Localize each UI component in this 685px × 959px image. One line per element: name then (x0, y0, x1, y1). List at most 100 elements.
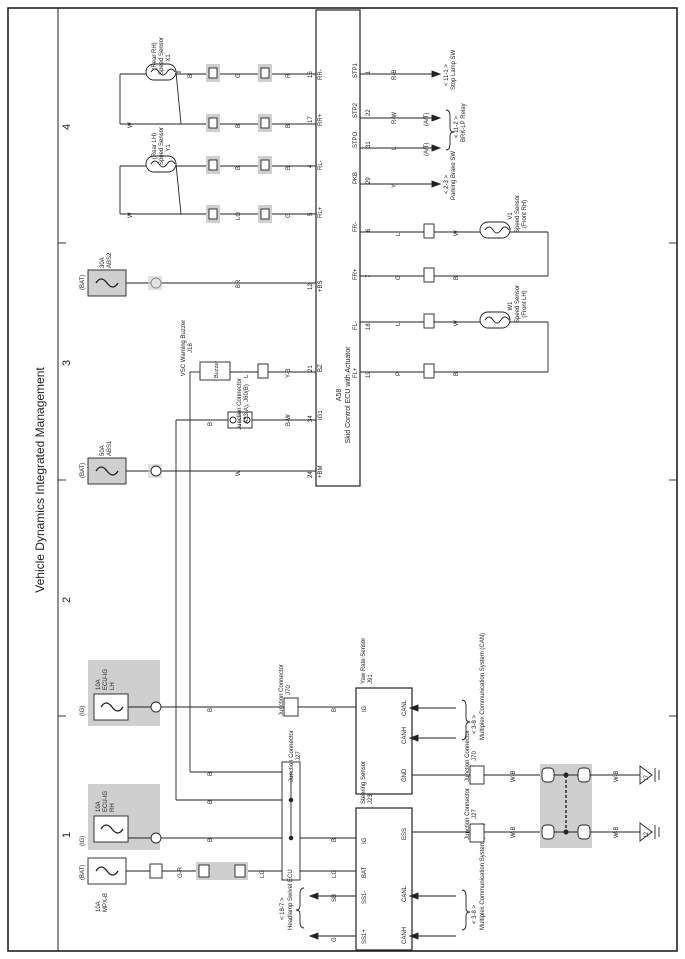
pin-fr-minus-no: 6 (366, 228, 372, 232)
wire-l-fr: L (396, 232, 402, 236)
wire-b-rl2: B (286, 166, 292, 170)
pin-stp1: STP1 (353, 62, 359, 78)
junction-connector-j27-ess: J27 Junction Connector W-B (465, 788, 517, 843)
lh-src: (IG) (80, 706, 86, 716)
wire-b-j27a: B (208, 772, 214, 776)
fuse-ecu-ig-lh: (IG) 10A ECU-IG LH B (80, 660, 356, 726)
wire-lg-mpx: LG (260, 870, 266, 878)
pin-bm-no: 24 (308, 471, 314, 478)
pin-rl-plus: RL+ (318, 206, 324, 218)
wire-g-rr: G (236, 73, 242, 78)
v1-name: Speed Sensor (515, 195, 521, 233)
rh-amp: 10A (96, 801, 102, 812)
v1-id: V1 (508, 212, 514, 220)
fuse-abs2: (BAT) 30A ABS2 BR (80, 252, 316, 297)
wire-w-abs1: W (236, 470, 242, 476)
ecu-name: Skid Control ECU with Actuator (345, 346, 352, 444)
section-label-4: 4 (61, 124, 73, 130)
v1-sub: (Front RH) (522, 200, 528, 228)
w1-sub: (Front LH) (522, 290, 528, 317)
steer-pin-ess: ESS (402, 828, 408, 840)
x1-id: X1 (166, 54, 172, 62)
wire-b-rl: B (236, 166, 242, 170)
wire-gr: G-R (178, 866, 184, 878)
wire-b-fr: B (454, 276, 460, 280)
skid-control-ecu: Skid Control ECU with Actuator A58 (315, 9, 361, 487)
mpxb-name: MPX-B (103, 893, 109, 912)
abs2-name: ABS2 (107, 252, 113, 268)
pin-bs-no: 12 (308, 283, 314, 290)
junction-connector-j27: J27 Junction Connector B B (176, 730, 302, 881)
wire-w-rr: W (128, 122, 134, 128)
brk-relay-ref: < 11-2 > (454, 116, 460, 138)
yaw-pin-canl: CANL (402, 699, 408, 716)
pin-rr-plus-no: 17 (308, 116, 314, 123)
yaw-id: J91 (368, 674, 374, 684)
section-label-1: 1 (61, 832, 73, 838)
wire-p-fl: P (396, 372, 402, 376)
w1-id: W1 (508, 301, 514, 311)
page-title: Vehicle Dynamics Integrated Management (33, 367, 47, 593)
ground-i2: I2 (644, 831, 650, 837)
rh-src: (IG) (80, 836, 86, 846)
yaw-pin-ig: IG (362, 705, 368, 712)
wire-b-fl: B (454, 372, 460, 376)
fuse-ecu-ig-rh: (IG) 10A ECU-IG RH B B (80, 784, 356, 850)
pin-stpo-no: 31 (366, 141, 372, 148)
wire-b-jc1: B (208, 422, 214, 426)
front-rh-speed-sensor: V1 Speed Sensor (Front RH) (360, 195, 549, 277)
wire-b-j27b: B (208, 800, 214, 804)
mpx-label-1: Multiplex Communication System (CAN) (480, 633, 486, 740)
mpxb-src: (BAT) (80, 865, 86, 880)
yaw-pin-gnd: GND (402, 768, 408, 782)
pin-ig1: IG1 (318, 410, 324, 420)
pin-fl-plus: FL+ (353, 367, 359, 378)
steer-pin-ss1m: SS1- (362, 891, 368, 904)
jc2-name: Junction Connector (289, 730, 295, 782)
brk-relay-label: BRK-LP Relay (461, 103, 467, 142)
pin-stpo: STPO (353, 131, 359, 148)
pin-stp1-no: 1 (366, 70, 372, 74)
ecu-id: A58 (336, 389, 343, 402)
ecu-pins-right: FL+ 19 FL- 18 FR+ 7 FR- 6 PKB 29 STPO 31… (353, 62, 372, 378)
wire-wb-4: W-B (614, 826, 620, 838)
pin-fr-plus: FR+ (353, 268, 359, 280)
wire-b-rr3: B (188, 74, 194, 78)
y1-name: Speed Sensor (159, 127, 165, 165)
ground-connectors: I7 I2 W-B W-B (540, 764, 660, 848)
stop-lamp-wires (360, 70, 455, 188)
mpx-ref-1: < 3-8 > (472, 714, 478, 734)
stop-lamp-label: Stop Lamp SW (451, 49, 457, 90)
fuse-mpx-b: (BAT) 10A MPX-B G-R LG LG (80, 857, 356, 912)
pin-rl-minus: RL- (318, 160, 324, 170)
at-1: (A/T) (424, 113, 430, 126)
pin-bz: BZ (318, 364, 324, 372)
ground-i7: I7 (644, 774, 650, 780)
lh-sub: LH (110, 682, 116, 690)
x1-sub: (Rear RH) (152, 42, 158, 69)
abs1-amp: 50A (100, 445, 106, 456)
mpx-ref-2: < 3-8 > (472, 904, 478, 924)
rh-sub: RH (110, 803, 116, 812)
yaw-name: Yaw Rate Sensor (361, 638, 367, 684)
pin-stp2-no: 22 (366, 109, 372, 116)
jc1-id: A33(A), J60(B) (244, 384, 250, 424)
y1-sub: (Rear LH) (152, 133, 158, 159)
rear-rh-connectors (206, 64, 272, 132)
wire-r-rr: R (286, 73, 292, 78)
buzzer-name: VSC Warning Buzzer (181, 320, 187, 376)
wire-w-rl: W (128, 212, 134, 218)
section-label-2: 2 (61, 597, 73, 603)
yaw-pin-canh: CANH (402, 727, 408, 744)
wire-g-ss: G (332, 937, 338, 942)
rear-lh-connectors (206, 156, 272, 223)
front-lh-speed-sensor: W1 Speed Sensor (Front LH) (360, 285, 549, 373)
pin-pkb: PKB (353, 172, 359, 184)
headlamp-label: Headlamp Swivel ECU (288, 869, 294, 930)
steering-sensor: J23 Steering Sensor IG BAT ESS CANL CANH… (295, 761, 540, 951)
front-lh-connectors (423, 313, 435, 379)
wire-rw: R-W (392, 112, 398, 124)
steer-pin-ig: IG (362, 837, 368, 844)
jc2-name-2: Junction Connector (465, 788, 471, 840)
